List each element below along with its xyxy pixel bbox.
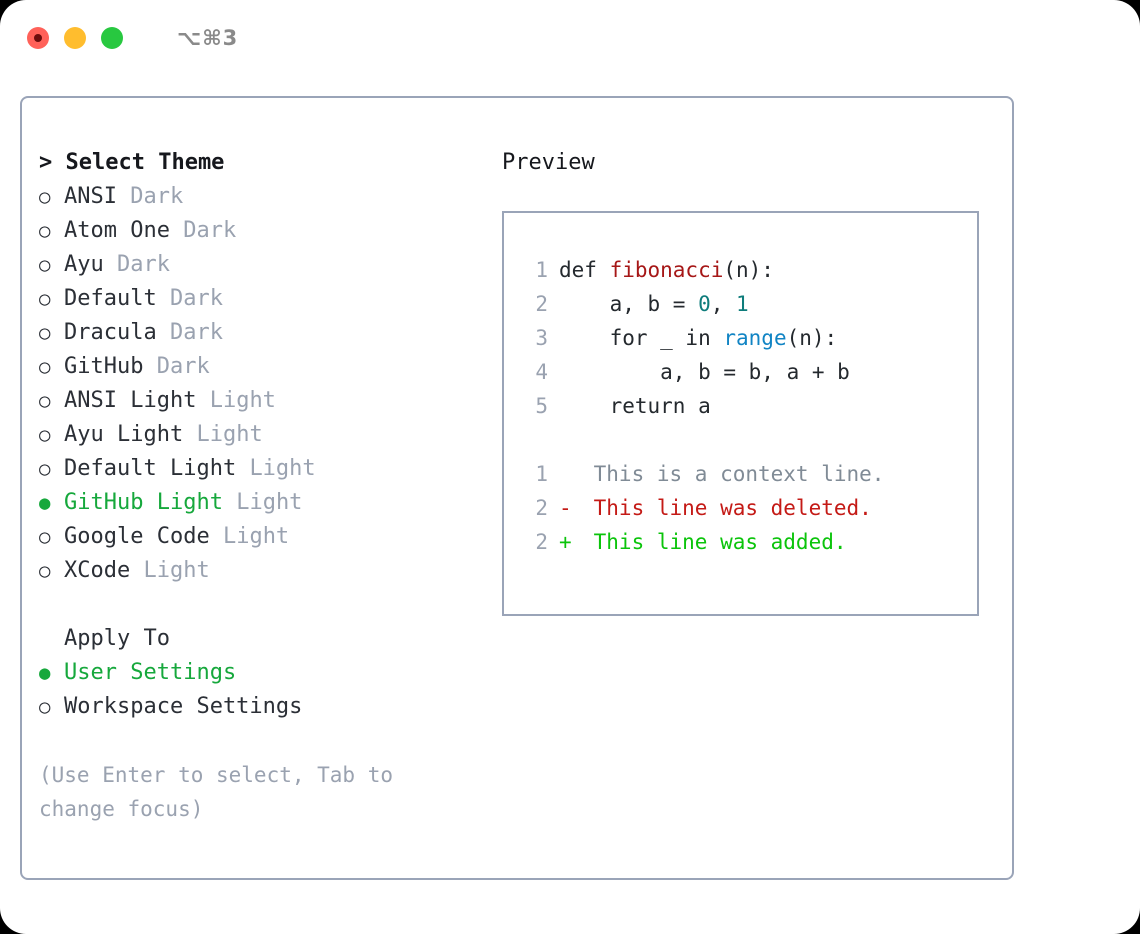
code-line: 3 for _ in range (n):: [535, 326, 838, 350]
preview-title: Preview: [502, 150, 595, 175]
theme-variant-badge: [117, 180, 130, 214]
traffic-lights: [27, 27, 123, 49]
radio-unselected-icon: ○: [39, 186, 51, 208]
minimize-button[interactable]: [64, 27, 86, 49]
radio-unselected-icon: ○: [39, 696, 51, 718]
code-line: 4 a, b = b, a + b: [535, 360, 850, 384]
theme-option-github-light[interactable]: ● GitHub Light Light: [39, 486, 469, 520]
keyboard-hint-text: (Use Enter to select, Tab to change focu…: [39, 763, 394, 821]
theme-option-atom-one-dark[interactable]: ○ Atom One Dark: [39, 214, 469, 248]
theme-option-ayu-dark[interactable]: ○ Ayu Dark: [39, 248, 469, 282]
keyboard-shortcut-label: ⌥⌘3: [177, 26, 239, 50]
radio-unselected-icon: ○: [39, 390, 51, 412]
radio-selected-icon: ●: [39, 662, 51, 684]
main-panel: > Select Theme ○ ANSI Dark ○ Atom One Da…: [20, 96, 1014, 880]
close-icon: [34, 34, 42, 42]
diff-line-context: 1 This is a context line.: [535, 462, 885, 486]
preview-column: Preview 1 def fibonacci (n): 2 a, b = 0 …: [502, 146, 992, 616]
code-line: 1 def fibonacci (n):: [535, 258, 774, 282]
radio-unselected-icon: ○: [39, 254, 51, 276]
zoom-button[interactable]: [101, 27, 123, 49]
apply-to-option-user-settings[interactable]: ● User Settings: [39, 656, 469, 690]
radio-unselected-icon: ○: [39, 458, 51, 480]
radio-unselected-icon: ○: [39, 356, 51, 378]
preview-separator: [522, 423, 977, 457]
theme-option-github-dark[interactable]: ○ GitHub Dark: [39, 350, 469, 384]
theme-option-default-dark[interactable]: ○ Default Dark: [39, 282, 469, 316]
code-line: 5 return a: [535, 394, 711, 418]
diff-line-added: 2 + This line was added.: [535, 530, 847, 554]
radio-unselected-icon: ○: [39, 526, 51, 548]
title-bar: ⌥⌘3: [0, 0, 1140, 76]
theme-option-ansi-dark[interactable]: ○ ANSI Dark: [39, 180, 469, 214]
theme-option-default-light[interactable]: ○ Default Light Light: [39, 452, 469, 486]
theme-option-dracula-dark[interactable]: ○ Dracula Dark: [39, 316, 469, 350]
section-spacer: [39, 588, 469, 622]
theme-option-ayu-light[interactable]: ○ Ayu Light Light: [39, 418, 469, 452]
radio-unselected-icon: ○: [39, 322, 51, 344]
diff-line-deleted: 2 - This line was deleted.: [535, 496, 872, 520]
theme-option-ansi-light[interactable]: ○ ANSI Light Light: [39, 384, 469, 418]
radio-unselected-icon: ○: [39, 220, 51, 242]
theme-option-google-code-light[interactable]: ○ Google Code Light: [39, 520, 469, 554]
radio-unselected-icon: ○: [39, 424, 51, 446]
theme-picker-column: > Select Theme ○ ANSI Dark ○ Atom One Da…: [39, 146, 469, 826]
radio-unselected-icon: ○: [39, 560, 51, 582]
close-button[interactable]: [27, 27, 49, 49]
code-line: 2 a, b = 0 , 1: [535, 292, 749, 316]
theme-option-xcode-light[interactable]: ○ XCode Light: [39, 554, 469, 588]
select-theme-header: > Select Theme: [39, 150, 225, 175]
radio-selected-icon: ●: [39, 492, 51, 514]
preview-box: 1 def fibonacci (n): 2 a, b = 0 , 1 3: [502, 211, 979, 616]
radio-unselected-icon: ○: [39, 288, 51, 310]
apply-to-header: Apply To: [64, 626, 170, 651]
apply-to-option-workspace-settings[interactable]: ○ Workspace Settings: [39, 690, 469, 724]
